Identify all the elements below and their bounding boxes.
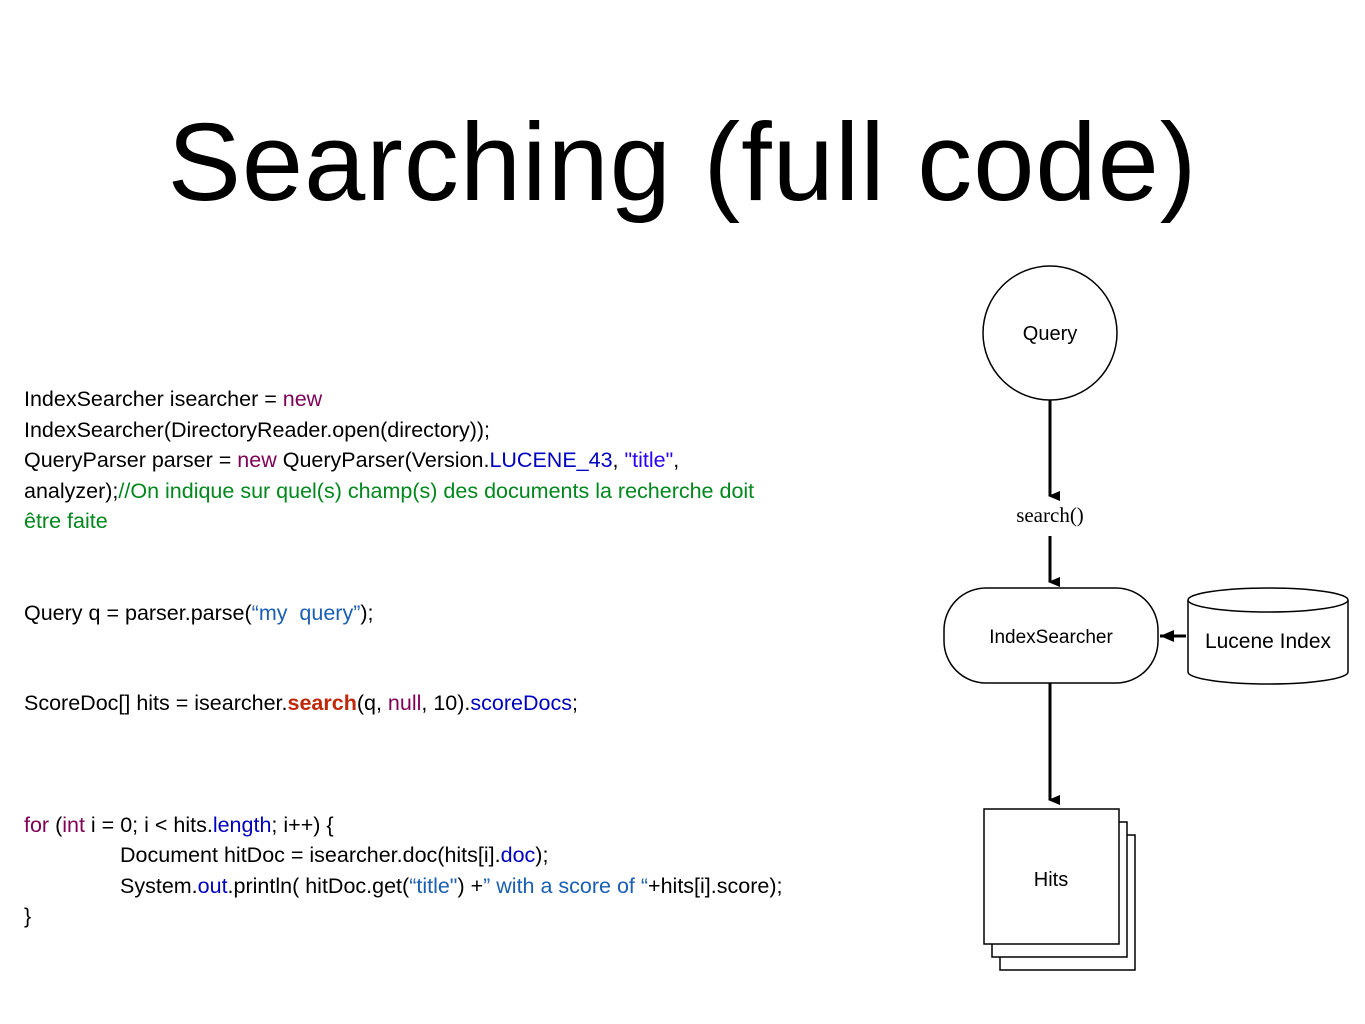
query-label: Query [1023,323,1077,345]
hits-label: Hits [1034,869,1068,891]
lucene-index-node: Lucene Index [1187,587,1349,685]
code-block: IndexSearcher isearcher = new IndexSearc… [24,384,924,932]
indexsearcher-node: IndexSearcher [943,587,1159,684]
code-line: } [24,904,32,928]
search-call-label: search() [1016,503,1084,527]
code-line: IndexSearcher isearcher = new [24,387,323,411]
code-comment: être faite [24,509,108,533]
code-line: être faite [24,506,924,537]
code-line: ScoreDoc[] hits = isearcher.search(q, nu… [24,691,578,715]
slide-title: Searching (full code) [167,101,1198,224]
query-node: Query [982,265,1118,401]
code-line: QueryParser parser = new QueryParser(Ver… [24,448,680,472]
code-line: Query q = parser.parse(“my query”); [24,600,374,625]
code-line: IndexSearcher(DirectoryReader.open(direc… [24,417,491,442]
indexsearcher-label: IndexSearcher [989,627,1113,648]
hits-node: Hits [983,808,1136,971]
code-line: System.out.println( hitDoc.get(“title") … [120,873,783,898]
code-comment: //On indique sur quel(s) champ(s) des do… [118,478,755,503]
search-flow-diagram: Query search() IndexSearcher Lucene Inde… [943,265,1349,971]
code-line: for (int i = 0; i < hits.length; i++) { [24,812,334,837]
lucene-index-label: Lucene Index [1205,630,1332,653]
code-line: Document hitDoc = isearcher.doc(hits[i].… [120,843,549,867]
code-line: analyzer);//On indique sur quel(s) champ… [24,478,755,503]
